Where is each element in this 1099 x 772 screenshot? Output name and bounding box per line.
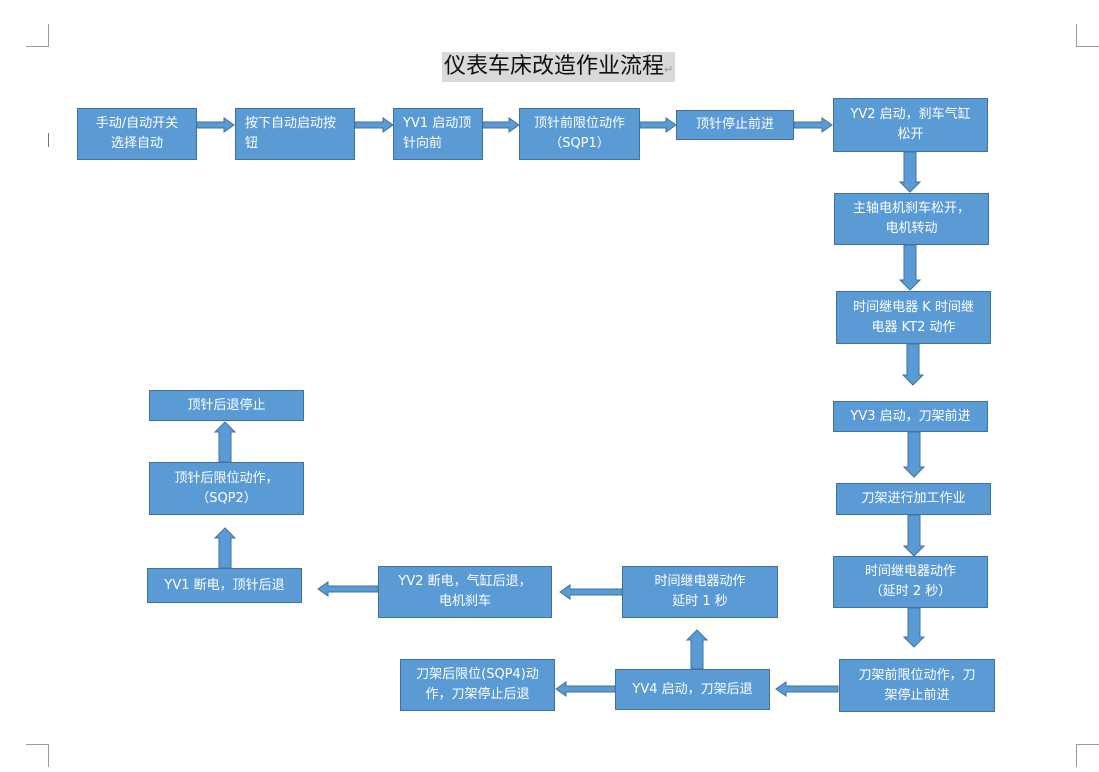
step-line: （延时 2 秒） (869, 584, 952, 599)
step-line: 选择自动 (110, 136, 163, 151)
step-yv2-off: YV2 断电，气缸后退， 电机刹车 (378, 566, 552, 618)
step-line: 电机转动 (885, 221, 938, 236)
step-yv1-start: YV1 启动顶针向前 (393, 108, 483, 160)
step-line: 刀架后限位(SQP4)动 (416, 667, 539, 682)
step-time-relay-1s: 时间继电器动作延时 1 秒 (622, 566, 778, 618)
arrow-s16-s17 (317, 581, 379, 597)
step-yv1-off: YV1 断电，顶针后退 (147, 568, 302, 603)
step-sqp1: 顶针前限位动作 （SQP1） (519, 108, 640, 160)
arrow-s10-s11 (902, 514, 926, 557)
step-line: 钮 (245, 136, 259, 151)
step-line: 顶针后限位动作， (174, 470, 279, 486)
step-line: YV3 启动，刀架前进 (850, 408, 971, 424)
arrow-s3-s4 (482, 117, 520, 133)
arrow-s18-s19 (213, 421, 237, 463)
arrow-s12-s13 (775, 681, 839, 697)
step-line: 主轴电机刹车松开， (852, 201, 970, 216)
arrow-s17-s18 (213, 527, 237, 569)
step-line: 时间继电器动作 (654, 574, 746, 589)
arrow-s8-s9 (901, 343, 925, 386)
step-line: 按下自动启动按 (245, 116, 337, 131)
arrow-s1-s2 (196, 117, 235, 133)
step-line: 作，刀架停止后退 (425, 687, 530, 702)
paragraph-mark: ↵ (664, 63, 674, 76)
step-line: 架停止前进 (884, 687, 950, 703)
step-line: 刀架进行加工作业 (861, 491, 966, 506)
step-tip-retract-stop: 顶针后退停止 (149, 390, 304, 421)
step-tool-rest-machining: 刀架进行加工作业 (836, 483, 991, 515)
step-line: （SQP2） (196, 490, 257, 506)
crop-mark-bottom-left (26, 744, 49, 767)
title-text: 仪表车床改造作业流程 (444, 54, 665, 79)
step-line: 电机刹车 (438, 594, 491, 609)
arrow-s4-s5 (639, 117, 677, 133)
step-line: 延时 1 秒 (672, 594, 728, 609)
step-line: 顶针后退停止 (187, 397, 266, 413)
step-time-relay-2s: 时间继电器动作 （延时 2 秒） (833, 556, 988, 608)
step-line: 刀架前限位动作，刀 (858, 667, 976, 683)
step-line: 针向前 (403, 136, 443, 151)
arrow-s6-s7 (898, 151, 922, 193)
arrow-s2-s3 (354, 117, 394, 133)
step-line: YV1 断电，顶针后退 (164, 577, 285, 593)
step-line: 手动/自动开关 (95, 116, 179, 131)
step-manual-auto-switch: 手动/自动开关选择自动 (77, 108, 197, 160)
step-spindle-motor: 主轴电机刹车松开， 电机转动 (834, 193, 989, 245)
step-line: 顶针停止前进 (695, 117, 774, 132)
arrow-s13-s15 (685, 629, 709, 670)
crop-mark-top-right (1076, 24, 1099, 47)
step-line: YV2 断电，气缸后退， (398, 574, 532, 589)
text-cursor (48, 133, 55, 147)
step-tool-front-limit: 刀架前限位动作，刀架停止前进 (839, 659, 995, 712)
step-line: （SQP1） (549, 136, 610, 151)
arrow-s11-s12 (902, 607, 926, 648)
step-sqp4: 刀架后限位(SQP4)动作，刀架停止后退 (400, 659, 555, 711)
step-time-relay-kt2: 时间继电器 K 时间继电器 KT2 动作 (836, 291, 991, 344)
step-line: YV2 启动，刹车气缸 (850, 107, 971, 122)
step-line: 时间继电器动作 (864, 564, 956, 579)
step-sqp2: 顶针后限位动作， （SQP2） (149, 462, 304, 515)
step-line: 顶针前限位动作 (533, 116, 625, 131)
step-yv4-start: YV4 启动，刀架后退 (615, 669, 770, 710)
arrow-s7-s8 (898, 244, 922, 291)
step-line: 时间继电器 K 时间继 (853, 299, 974, 315)
step-yv2-start: YV2 启动，刹车气缸松开 (833, 98, 988, 152)
arrow-s9-s10 (902, 431, 926, 478)
step-press-auto-start: 按下自动启动按钮 (235, 108, 355, 160)
step-line: 松开 (897, 127, 924, 142)
step-yv3-start: YV3 启动，刀架前进 (833, 401, 988, 432)
page-title: 仪表车床改造作业流程↵ (442, 52, 676, 82)
arrow-s15-s16 (559, 584, 623, 600)
arrow-s13-s14 (555, 681, 616, 697)
step-line: YV4 启动，刀架后退 (632, 681, 753, 697)
step-line: 电器 KT2 动作 (871, 319, 956, 335)
arrow-s5-s6 (793, 117, 833, 133)
crop-mark-top-left (26, 24, 49, 47)
crop-mark-bottom-right (1076, 744, 1099, 767)
step-line: YV1 启动顶 (403, 116, 472, 131)
step-tip-stop-forward: 顶针停止前进 (676, 110, 794, 140)
